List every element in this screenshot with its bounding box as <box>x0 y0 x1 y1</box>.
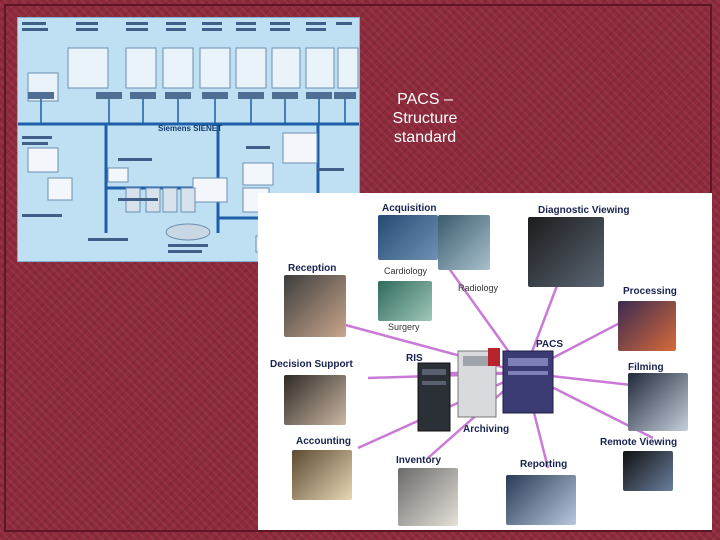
network-diagram-drawing <box>18 22 359 255</box>
node-decision-support: Decision Support <box>270 359 353 370</box>
network-name-label: Siemens SIENET <box>158 124 223 133</box>
node-filming: Filming <box>628 362 664 373</box>
slide-title-line-3: standard <box>393 129 457 146</box>
surgery-photo <box>378 281 432 321</box>
subnode-cardiology: Cardiology <box>384 266 428 276</box>
slide-title-line-2: Structure <box>392 110 458 127</box>
processing-photo <box>618 301 676 351</box>
radiology-equipment-photo <box>438 215 490 270</box>
filming-photo <box>628 373 688 431</box>
node-acquisition: Acquisition <box>382 203 437 214</box>
decision-support-photo <box>284 375 346 425</box>
node-accounting: Accounting <box>296 436 351 447</box>
acquisition-photo <box>378 215 438 260</box>
node-diagnostic-viewing: Diagnostic Viewing <box>538 205 630 216</box>
diagnostic-workstation-photo <box>528 217 604 287</box>
node-archiving: Archiving <box>463 424 510 435</box>
inventory-photo <box>398 468 458 526</box>
node-ris: RIS <box>406 353 423 364</box>
reception-photo <box>284 275 346 337</box>
node-inventory: Inventory <box>396 455 442 466</box>
slide-title-line-1: PACS – <box>397 91 453 108</box>
slide-title: PACS – Structure standard <box>370 90 480 147</box>
reporting-photo <box>506 475 576 525</box>
remote-laptop-photo <box>623 451 673 491</box>
node-reception: Reception <box>288 263 337 274</box>
node-reporting: Reporting <box>520 459 568 470</box>
node-remote-viewing: Remote Viewing <box>600 437 678 448</box>
node-processing: Processing <box>623 286 677 297</box>
node-pacs: PACS <box>536 339 564 350</box>
accounting-photo <box>292 450 352 500</box>
subnode-radiology: Radiology <box>458 283 499 293</box>
subnode-surgery: Surgery <box>388 322 420 332</box>
pacs-overview-image: Acquisition Diagnostic Viewing Reception… <box>258 193 712 530</box>
